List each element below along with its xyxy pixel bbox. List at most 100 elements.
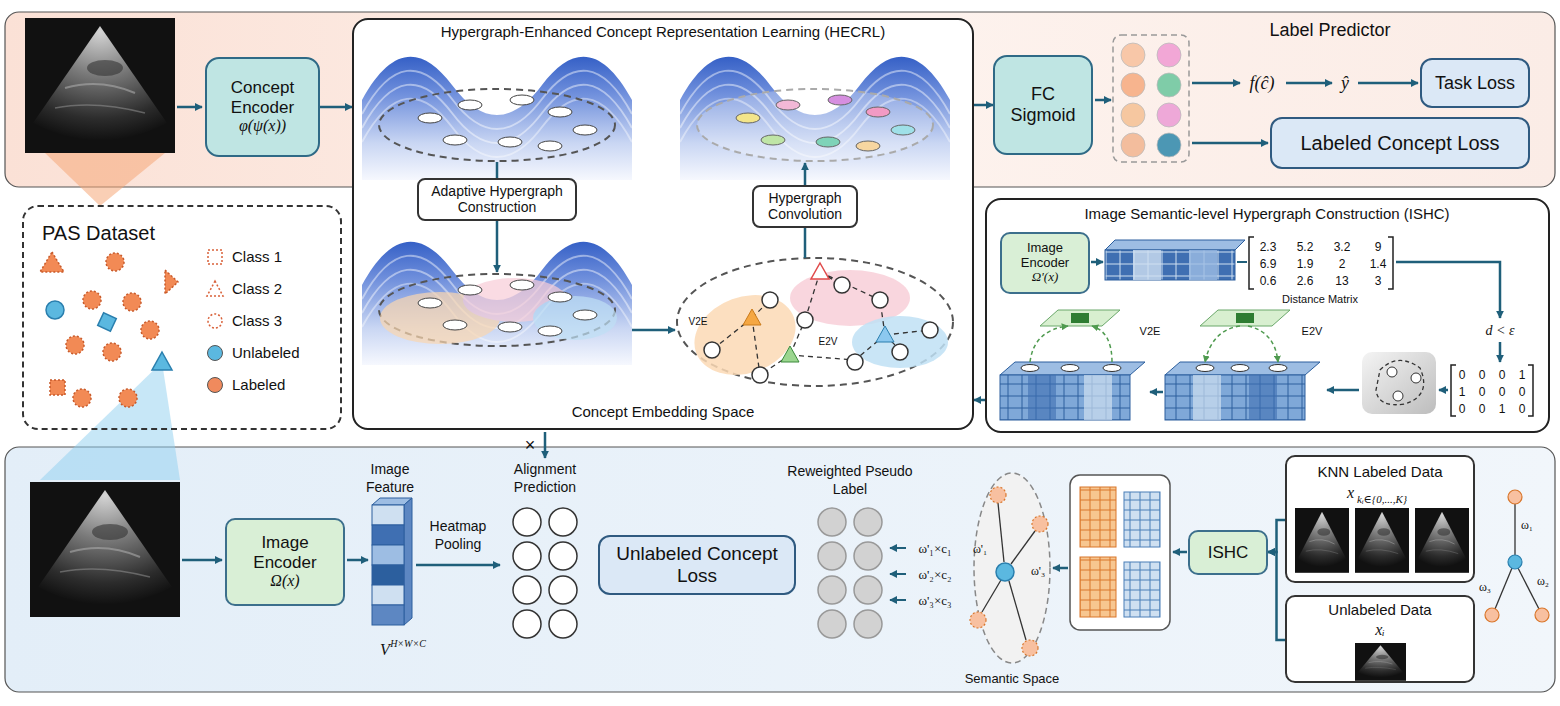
label-holder: 0 xyxy=(1519,382,1526,400)
label-holder: f(ĉ) xyxy=(1250,73,1275,94)
diagram-label: H×W×C xyxy=(390,638,426,649)
legend-holder: Labeled xyxy=(232,376,285,394)
diagram-label: 9 xyxy=(1375,240,1382,254)
label-holder: 3.2 xyxy=(1334,237,1351,255)
node-text: ISHC xyxy=(1208,543,1249,563)
label-holder: 0 xyxy=(1479,365,1486,383)
label-holder: × xyxy=(525,435,536,456)
label-holder: ω'₁×c₁ xyxy=(918,539,951,557)
label-holder: E2V xyxy=(1302,321,1323,339)
diagram-label: Heatmap Pooling xyxy=(430,518,487,552)
diagram-label: d < ε xyxy=(1486,323,1515,338)
node-text: Unlabeled Concept Loss xyxy=(609,543,785,587)
node-text: KNN Labeled Data xyxy=(1317,463,1442,480)
text-holder: Unlabeled Data xyxy=(1328,601,1431,619)
diagram-label: 1.9 xyxy=(1297,257,1314,271)
diagram-label: Image Feature xyxy=(366,461,414,495)
diagram-label: 2.3 xyxy=(1260,240,1277,254)
legend-text: Unlabeled xyxy=(232,344,300,361)
node-text: Image Semantic-level Hypergraph Construc… xyxy=(1084,205,1449,222)
diagram-label: 0.6 xyxy=(1260,274,1277,288)
diagram-label: Alignment Prediction xyxy=(514,461,576,495)
label-holder: Label Predictor xyxy=(1269,20,1390,41)
loss-box: Task Loss xyxy=(1420,58,1530,108)
label-holder: 3 xyxy=(1375,271,1382,289)
connector xyxy=(974,399,985,402)
diagram-label: 6.9 xyxy=(1260,257,1277,271)
legend-text: Class 2 xyxy=(232,280,282,297)
module-panel: Hypergraph-Enhanced Concept Representati… xyxy=(352,18,974,430)
label-holder: 6.9 xyxy=(1260,254,1277,272)
diagram-label: V2E xyxy=(1140,325,1161,337)
label-holder: V xyxy=(380,641,390,659)
diagram-label: E2V xyxy=(1302,325,1323,337)
label-holder: ω'₂×c₂ xyxy=(918,565,951,583)
label-holder: V2E xyxy=(1140,321,1161,339)
diagram-label: ω'₁ xyxy=(973,542,987,556)
dataset-panel: PAS Dataset xyxy=(22,205,342,430)
loss-box: Labeled Concept Loss xyxy=(1270,117,1530,169)
label-holder: Distance Matrix xyxy=(1282,289,1358,307)
label-holder: Heatmap Pooling xyxy=(416,517,500,553)
node-text: xᵢ xyxy=(1375,621,1385,638)
diagram-label: 2 xyxy=(1339,257,1346,271)
text-holder: x xyxy=(1347,484,1354,502)
label-holder: Image Feature xyxy=(350,460,430,496)
node-text: Hypergraph-Enhanced Concept Representati… xyxy=(441,23,885,40)
diagram-label: V xyxy=(380,641,390,658)
diagram-label: 3.2 xyxy=(1334,240,1351,254)
node-text: Unlabeled Data xyxy=(1328,601,1431,618)
diagram-label: Semantic Space xyxy=(965,671,1060,686)
node-text: Image Encoder xyxy=(236,533,334,572)
label-holder: 5.2 xyxy=(1297,237,1314,255)
label-holder: 0 xyxy=(1479,399,1486,417)
label-holder: ω'₃×c₃ xyxy=(918,591,951,609)
legend-symbol xyxy=(205,247,225,267)
diagram-label: Distance Matrix xyxy=(1282,293,1358,305)
label-holder: ω₂ xyxy=(1537,571,1549,589)
encoder-box: Image EncoderΩ(x) xyxy=(225,518,345,606)
label-holder: ω'₁ xyxy=(973,539,987,557)
process-box: Adaptive Hypergraph Construction xyxy=(417,178,577,221)
diagram-label: 1.4 xyxy=(1370,257,1387,271)
text-holder: Image Semantic-level Hypergraph Construc… xyxy=(1084,205,1449,223)
label-holder: d < ε xyxy=(1486,321,1515,339)
diagram-label: × xyxy=(525,435,536,455)
diagram-label: 2.6 xyxy=(1297,274,1314,288)
node-text: kᵢ∈{0,...,K} xyxy=(1357,493,1407,505)
loss-box: Unlabeled Concept Loss xyxy=(598,535,796,595)
diagram-label: 0 xyxy=(1479,385,1486,399)
diagram-label: 1 xyxy=(1459,385,1466,399)
label-holder: 2.6 xyxy=(1297,271,1314,289)
process-box: Hypergraph Convolution xyxy=(752,185,858,228)
label-holder: 0.6 xyxy=(1260,271,1277,289)
node-text: x xyxy=(1347,484,1354,501)
label-holder: Semantic Space xyxy=(965,669,1060,687)
text-holder: Concept Embedding Space xyxy=(572,403,755,421)
legend-text: Class 1 xyxy=(232,248,282,265)
node-text: Ω'(x) xyxy=(1032,270,1059,285)
connector xyxy=(1268,552,1285,640)
label-holder: 9 xyxy=(1375,237,1382,255)
module-box: ISHC xyxy=(1188,530,1268,575)
label-holder: 0 xyxy=(1499,382,1506,400)
text-holder: Hypergraph-Enhanced Concept Representati… xyxy=(441,23,885,41)
diagram-label: ω₃ xyxy=(1479,580,1491,594)
layer-box: FC Sigmoid xyxy=(993,55,1093,155)
label-holder: Alignment Prediction xyxy=(495,460,595,496)
text-holder: PAS Dataset xyxy=(42,222,155,245)
legend-text: Labeled xyxy=(232,376,285,393)
legend-text: Class 3 xyxy=(232,312,282,329)
label-holder: 0 xyxy=(1519,399,1526,417)
diagram-label: f(ĉ) xyxy=(1250,73,1275,93)
diagram-label: 0 xyxy=(1479,368,1486,382)
legend-swatch xyxy=(207,377,223,393)
diagram-label: ω₁ xyxy=(1521,518,1533,532)
diagram-label: ω'₃×c₃ xyxy=(918,593,951,608)
node-text: Task Loss xyxy=(1435,73,1515,94)
connector xyxy=(974,104,993,107)
diagram-label: 13 xyxy=(1335,274,1348,288)
diagram-label: 3 xyxy=(1375,274,1382,288)
label-holder: 0 xyxy=(1459,365,1466,383)
node-text: Image Encoder xyxy=(1011,241,1079,271)
